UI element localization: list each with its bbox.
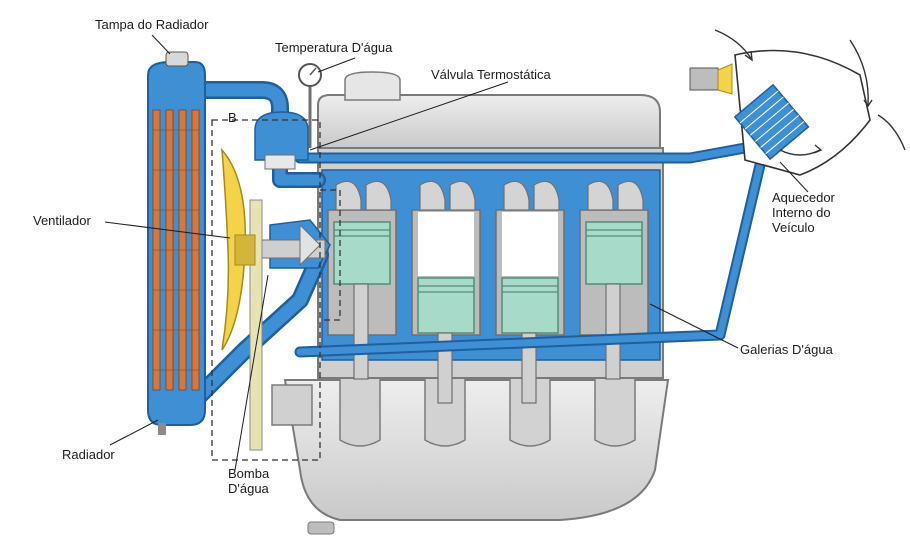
water-pump [254,219,331,269]
radiator [147,51,206,435]
label-thermostatic-valve: Válvula Termostática [431,67,551,82]
label-water-pump-line2: D'água [228,481,269,496]
crankcase-lobes [339,369,636,447]
fan [221,147,256,351]
label-water-temperature: Temperatura D'água [275,40,393,55]
pistons [333,221,643,334]
temperature-gauge [298,63,322,148]
label-radiator: Radiador [62,447,115,462]
label-heater: Aquecedor Interno do Veículo [772,190,835,235]
label-fan: Ventilador [33,213,91,228]
heater-core [733,83,810,161]
label-heater-line2: Interno do [772,205,831,220]
label-water-pump: Bomba D'água [228,466,269,496]
label-water-galleries: Galerias D'água [740,342,833,357]
label-heater-line3: Veículo [772,220,815,235]
radiator-cap [165,51,189,67]
label-radiator-cap: Tampa do Radiador [95,17,209,32]
thermostat-housing [254,111,309,170]
label-heater-line1: Aquecedor [772,190,835,205]
leader-lines [104,34,809,471]
dashed-outline [211,119,341,461]
cabin-heater [689,29,906,176]
label-marker-b: B [228,110,237,125]
cylinders [327,180,649,404]
coolant-pipes [191,81,766,404]
label-water-pump-line1: Bomba [228,466,270,481]
